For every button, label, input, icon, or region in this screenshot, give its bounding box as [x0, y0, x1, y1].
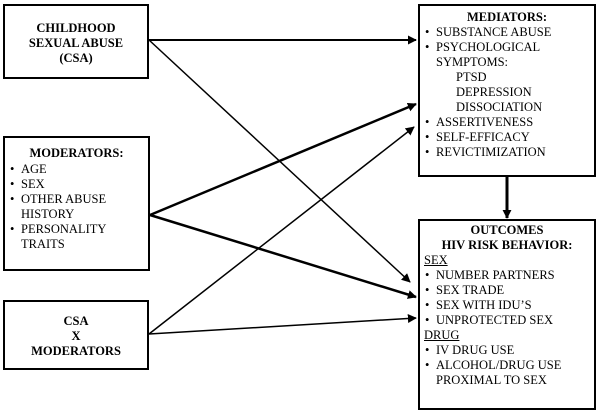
- mediator-subitem: PTSD: [456, 70, 487, 84]
- mediators-title: MEDIATORS:: [466, 10, 548, 24]
- csa-line-2: SEXUAL ABUSE: [28, 36, 124, 50]
- moderator-item: AGE: [9, 162, 148, 177]
- drug-heading: DRUG: [424, 328, 460, 342]
- arrow-interaction-to-outcomes: [148, 313, 417, 335]
- interaction-box: CSA X MODERATORS: [3, 300, 149, 370]
- mediator-item: PSYCHOLOGICAL SYMPTOMS:: [424, 40, 586, 70]
- mediator-subitem: DEPRESSION: [456, 85, 532, 99]
- mediator-subitem: DISSOCIATION: [456, 100, 543, 114]
- drug-item: IV DRUG USE: [424, 343, 594, 358]
- mediator-item: ASSERTIVENESS: [424, 115, 594, 130]
- outcomes-title: OUTCOMES: [470, 223, 544, 237]
- arrow-moderators-to-mediators: [149, 102, 417, 217]
- interaction-line-1: CSA: [63, 314, 89, 328]
- csa-box: CHILDHOOD SEXUAL ABUSE (CSA): [3, 4, 149, 79]
- moderator-item: SEX: [9, 177, 148, 192]
- mediator-item: SELF-EFFICACY: [424, 130, 594, 145]
- moderators-title: MODERATORS:: [29, 146, 124, 160]
- sex-item: NUMBER PARTNERS: [424, 268, 594, 283]
- drug-item: ALCOHOL/DRUG USE PROXIMAL TO SEX: [424, 358, 586, 388]
- moderator-item: PERSONALITY TRAITS: [9, 222, 121, 252]
- arrow-interaction-to-mediators: [148, 126, 415, 335]
- mediator-item: REVICTIMIZATION: [424, 145, 594, 160]
- sex-heading: SEX: [424, 253, 448, 267]
- mediator-item: SUBSTANCE ABUSE: [424, 25, 594, 40]
- sex-item: SEX TRADE: [424, 283, 594, 298]
- interaction-line-3: MODERATORS: [31, 344, 121, 358]
- sex-item: UNPROTECTED SEX: [424, 313, 594, 328]
- outcomes-subtitle: HIV RISK BEHAVIOR:: [441, 238, 573, 252]
- csa-line-1: CHILDHOOD: [36, 21, 116, 35]
- moderators-box: MODERATORS: AGE SEX OTHER ABUSE HISTORY …: [3, 136, 150, 271]
- mediators-box: MEDIATORS: SUBSTANCE ABUSE PSYCHOLOGICAL…: [418, 4, 596, 177]
- outcomes-box: OUTCOMES HIV RISK BEHAVIOR: SEX NUMBER P…: [418, 219, 596, 410]
- arrow-moderators-to-outcomes: [149, 213, 417, 299]
- moderator-item: OTHER ABUSE HISTORY: [9, 192, 121, 222]
- interaction-line-2: X: [71, 329, 81, 343]
- csa-line-3: (CSA): [59, 51, 93, 65]
- sex-item: SEX WITH IDU’S: [424, 298, 594, 313]
